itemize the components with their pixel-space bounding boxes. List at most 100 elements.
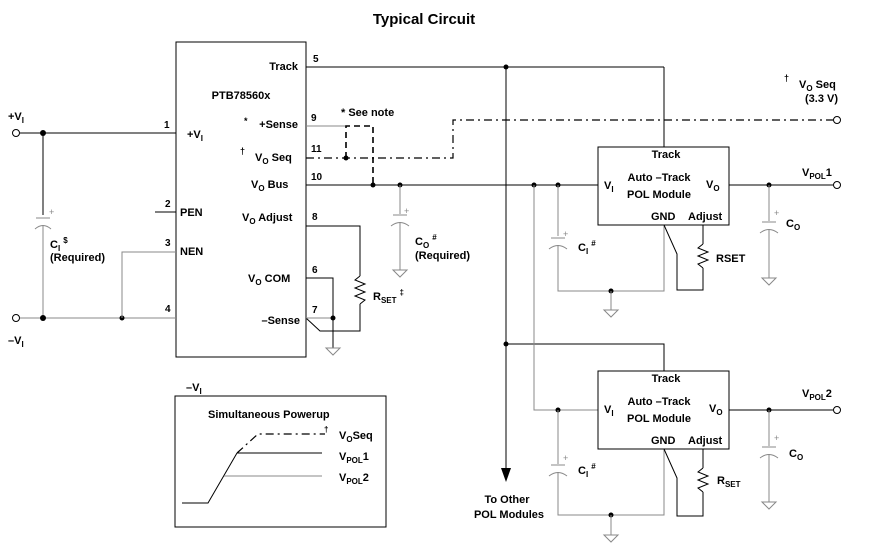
wire-rset-sense — [305, 304, 361, 332]
pol2-ci-plus: + — [563, 453, 568, 463]
junction — [330, 315, 336, 321]
rset-main-resistor — [353, 275, 367, 305]
plus-vi-terminal[interactable] — [12, 129, 20, 137]
pol1-line1: Auto –Track — [628, 172, 692, 184]
pin-label-pen: PEN — [180, 207, 203, 219]
pol2-vi-label: VI — [604, 404, 614, 418]
pol2-gnd-label: GND — [651, 435, 676, 447]
pol1-ci-label: CI# — [578, 239, 596, 256]
to-other-line1: To Other — [484, 494, 530, 506]
junction — [370, 182, 376, 188]
ground-icon — [760, 277, 778, 286]
legend-vpol1-label: VPOL1 — [339, 451, 369, 465]
legend-vo-seq-line — [236, 433, 325, 454]
arrow-down-icon — [501, 468, 511, 482]
wire-pol2-gnd — [557, 449, 665, 516]
plus-vi-label: +VI — [8, 111, 24, 125]
pol1-rset-resistor — [696, 243, 710, 269]
junction — [343, 155, 349, 161]
pol2-line2: POL Module — [627, 413, 691, 425]
pol1-rset-label: RSET — [716, 253, 746, 265]
diagram-title: Typical Circuit — [373, 11, 475, 28]
pin-num-6: 6 — [312, 265, 318, 276]
pol2-co-label: CO — [789, 448, 803, 462]
pin-num-4: 4 — [165, 304, 171, 315]
pol2-vo-label: VO — [709, 403, 723, 417]
wire-pol2-rset-gnd — [663, 448, 704, 517]
pin-num-9: 9 — [311, 113, 317, 124]
ground-icon — [602, 534, 620, 543]
pin-num-3: 3 — [165, 238, 171, 249]
note-star: * — [244, 116, 248, 126]
pol1-ci-plus: + — [563, 229, 568, 239]
pin-num-11: 11 — [311, 144, 322, 155]
pol-module-1: Track VI Auto –Track POL Module VO GND A… — [548, 146, 841, 318]
co-main-required: (Required) — [415, 250, 470, 262]
vo-seq-out-note: † — [784, 73, 789, 83]
pin-label-vo-com: VO COM — [248, 273, 290, 287]
pin-num-8: 8 — [312, 212, 318, 223]
pin-num-5: 5 — [313, 54, 319, 65]
pol1-co-label: CO — [786, 218, 800, 232]
co-main-label: CO# — [415, 233, 437, 250]
inset-box — [174, 395, 387, 528]
co-main-plus: + — [404, 206, 409, 216]
ground-icon — [602, 309, 620, 318]
pol1-vo-label: VO — [706, 179, 720, 193]
pol2-co-plus: + — [774, 433, 779, 443]
ground-icon — [760, 501, 778, 510]
pin-label-plus-vi: +VI — [187, 129, 203, 143]
minus-vi-terminal[interactable] — [12, 314, 20, 322]
vo-seq-terminal[interactable] — [833, 116, 841, 124]
pin-label-nen: NEN — [180, 246, 203, 258]
junction — [40, 315, 46, 321]
main-module-name: PTB78560x — [212, 90, 272, 102]
pol2-rset-label: RSET — [717, 475, 741, 489]
wire-vo-com — [306, 277, 334, 348]
ground-icon — [391, 269, 409, 278]
legend-vpol2-label: VPOL2 — [339, 472, 369, 486]
pol2-rset-resistor — [696, 467, 710, 493]
vpol2-terminal[interactable] — [833, 406, 841, 414]
note-dagger: † — [240, 146, 245, 156]
sense-jumper-dashed — [345, 125, 374, 185]
pol-module-2: Track VI Auto –Track POL Module VO GND A… — [548, 370, 841, 543]
pin-num-2: 2 — [165, 199, 171, 210]
vpol1-label: VPOL1 — [802, 167, 832, 181]
pin-num-10: 10 — [311, 172, 323, 183]
wire-adjust — [306, 225, 361, 276]
pin-label-vo-adjust: VO Adjust — [242, 212, 293, 226]
pin-label-vo-seq: VO Seq — [255, 152, 292, 166]
wire-pol1-rset-gnd — [663, 224, 704, 291]
pol1-vi-label: VI — [604, 180, 614, 194]
ci-main-label: CI$ — [50, 236, 68, 253]
pol2-line1: Auto –Track — [628, 396, 692, 408]
vo-seq-out-value: (3.3 V) — [805, 93, 838, 105]
wire-bus-pol2 — [533, 185, 598, 411]
wire-track-pol2 — [506, 343, 665, 371]
vo-seq-out-label: VO Seq — [799, 79, 836, 93]
pol-module-1-box — [597, 146, 730, 226]
pol-module-2-box — [597, 370, 730, 450]
ci-main-required: (Required) — [50, 252, 105, 264]
legend-vo-seq-note: † — [324, 425, 328, 434]
minus-vi-label: –VI — [8, 335, 24, 349]
ci-main-plus: + — [49, 207, 54, 217]
wire-pol1-gnd — [557, 225, 665, 292]
pol1-track-label: Track — [652, 149, 682, 161]
pin-label-minus-sense: –Sense — [261, 315, 300, 327]
powerup-inset: –VI Simultaneous Powerup † VOSeq VPOL1 V… — [174, 382, 387, 528]
pin-label-plus-sense: +Sense — [259, 119, 298, 131]
pol2-adjust-label: Adjust — [688, 435, 723, 447]
pol2-track-label: Track — [652, 373, 682, 385]
junction — [503, 341, 509, 347]
vpol2-label: VPOL2 — [802, 388, 832, 402]
pin-num-7: 7 — [312, 305, 318, 316]
rset-main-label: RSET‡ — [373, 288, 404, 305]
inset-title: Simultaneous Powerup — [208, 409, 330, 421]
pol1-gnd-label: GND — [651, 211, 676, 223]
to-other-line2: POL Modules — [474, 509, 544, 521]
vpol1-terminal[interactable] — [833, 181, 841, 189]
main-module-box — [175, 41, 307, 358]
